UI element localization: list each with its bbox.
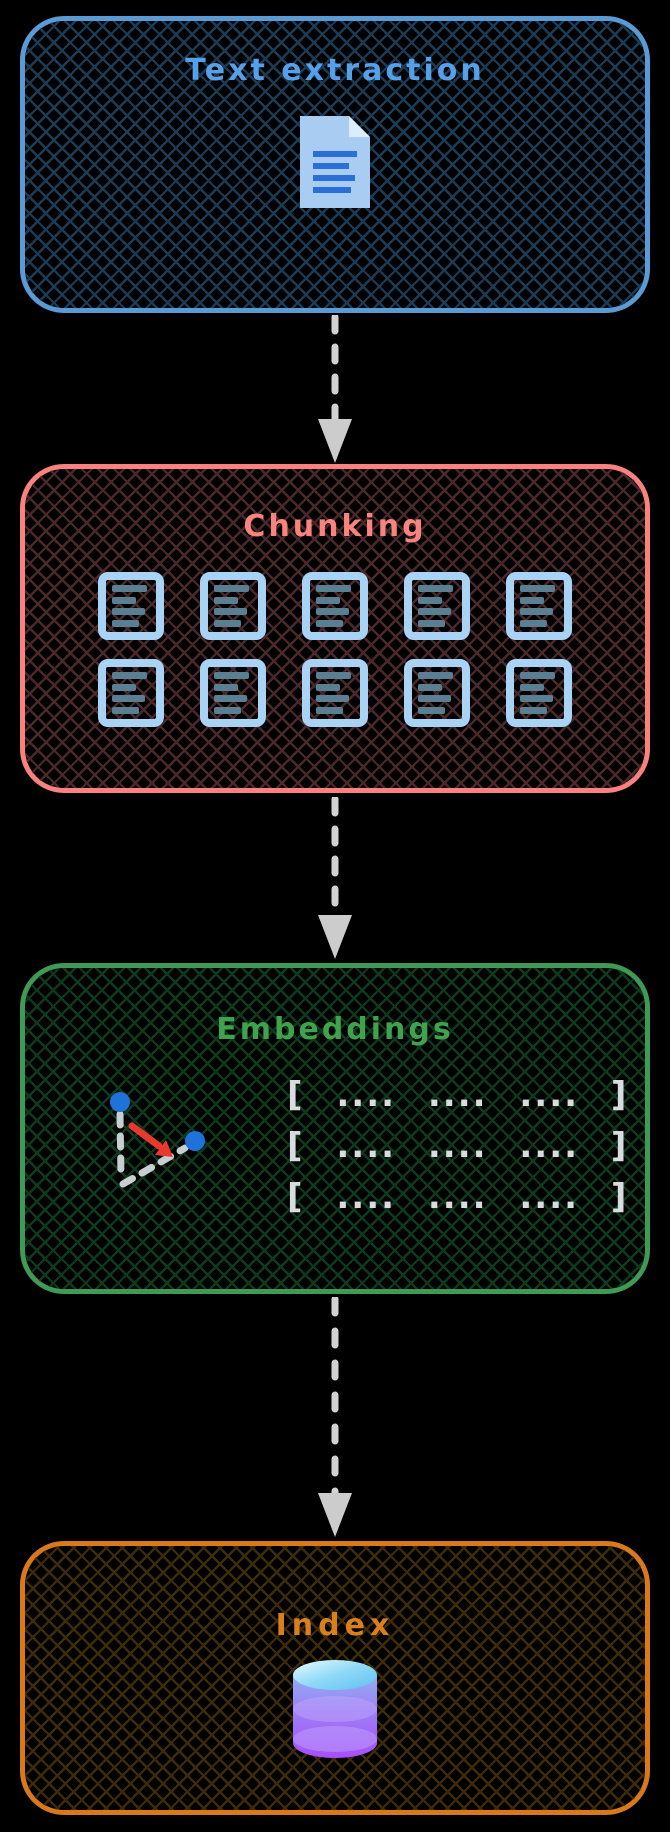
embedding-vector-row: [ .... .... .... ] <box>287 1075 629 1115</box>
chunk-icon <box>506 659 572 727</box>
chunk-icon <box>302 572 368 640</box>
chunk-icon <box>404 659 470 727</box>
crosshatch-background <box>25 469 645 788</box>
chunk-icon <box>404 572 470 640</box>
database-icon <box>25 1657 645 1761</box>
chunk-icon <box>98 572 164 640</box>
node-title-chunking: Chunking <box>243 509 427 544</box>
chunk-row <box>98 659 572 727</box>
chunk-icon <box>98 659 164 727</box>
node-embeddings: Embeddings [ .... .... .... ] [ .... ...… <box>20 963 650 1294</box>
node-title-index: Index <box>275 1608 395 1643</box>
node-title-embeddings: Embeddings <box>216 1012 454 1047</box>
embedding-vector-row: [ .... .... .... ] <box>287 1177 629 1217</box>
node-index: Index <box>20 1541 650 1815</box>
chunk-icon <box>506 572 572 640</box>
node-title-text-extraction: Text extraction <box>185 53 485 88</box>
chunk-row <box>98 572 572 640</box>
chunk-icon <box>200 659 266 727</box>
connector-arrow-2 <box>300 797 370 961</box>
chunk-icon <box>302 659 368 727</box>
connector-arrow-3 <box>300 1297 370 1539</box>
chunk-icon <box>200 572 266 640</box>
chunk-grid <box>25 572 645 727</box>
connector-arrow-1 <box>300 315 370 465</box>
node-text-extraction: Text extraction <box>20 16 650 313</box>
node-chunking: Chunking <box>20 464 650 793</box>
embedding-vectors: [ .... .... .... ] [ .... .... .... ] [ … <box>287 1070 628 1223</box>
embedding-vector-row: [ .... .... .... ] <box>287 1126 629 1166</box>
vector-plot-icon <box>87 1080 217 1204</box>
crosshatch-background <box>25 968 645 1289</box>
document-icon <box>25 114 645 210</box>
